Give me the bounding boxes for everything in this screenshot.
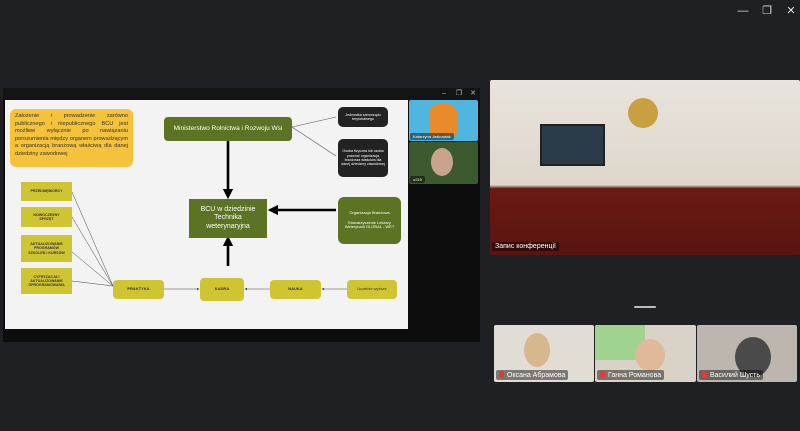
share-minimize-button[interactable]: – [442, 90, 446, 97]
org-name: Stowarzyszenie Lekarzy Weterynarii GLOBA… [344, 219, 395, 230]
participant-tile[interactable]: Ганна Романова [595, 325, 696, 382]
bcu-box: BCU w dziedzinie Technika weterynaryjna [189, 199, 267, 238]
room-screen [540, 124, 605, 166]
participant-tile[interactable]: Василий Шусть [697, 325, 797, 382]
left-box-programy: AKTUALIZOWANIE PROGRAMÓW SZKOLEŃ I KURSÓ… [21, 235, 72, 262]
praktyka-box: PRAKTYKA [113, 280, 164, 299]
emblem [628, 98, 658, 128]
info-note: Założenie i prowadzenie zarówno publiczn… [10, 109, 133, 167]
resize-handle[interactable] [634, 306, 656, 308]
uczelnie-box: Uczelnie wyższe [347, 280, 397, 299]
participant-name: Ганна Романова [597, 370, 665, 380]
mic-muted-icon [600, 371, 605, 378]
participant-name: u219 [410, 176, 425, 183]
mic-muted-icon [499, 371, 504, 378]
side-video-2[interactable]: u219 [409, 142, 478, 184]
org-title: Organizacja Branżowa [349, 209, 390, 215]
nauka-box: NAUKA [270, 280, 321, 299]
person-face [431, 148, 453, 176]
presentation-slide: Założenie i prowadzenie zarówno publiczn… [5, 100, 408, 329]
left-box-sprzet: NOWOCZESNY SPRZĘT [21, 207, 72, 227]
share-restore-button[interactable]: ❐ [455, 90, 463, 97]
share-title-bar: – ❐ ✕ [3, 88, 480, 100]
restore-button[interactable]: ❐ [762, 5, 772, 17]
mic-muted-icon [702, 371, 707, 378]
participant-name: Оксана Абрамова [496, 370, 569, 380]
participant-name: Katarzyna Jaśkowiak [410, 133, 454, 140]
close-button[interactable]: ✕ [786, 5, 796, 17]
conference-label: Запис конференції [492, 242, 559, 251]
screen-share-window: – ❐ ✕ Założenie i prowadzenie zarówno pu… [3, 88, 480, 342]
left-box-cyfryzacja: CYFRYZACJA I AKTUALIZOWANIE OPROGRAMOWAN… [21, 268, 72, 294]
left-box-przedsiebiorcy: PRZEDSIĘBIORCY [21, 182, 72, 201]
participant-face [635, 339, 665, 371]
osoba-box: Osoba fizyczna lub osoba prawna/ organiz… [338, 139, 388, 177]
side-video-1[interactable]: Katarzyna Jaśkowiak [409, 100, 478, 141]
organizacja-box: Organizacja Branżowa Stowarzyszenie Leka… [338, 197, 401, 244]
kadra-box: KADRA [200, 278, 244, 301]
participant-name: Василий Шусть [699, 370, 764, 380]
participant-face [735, 337, 771, 377]
jednostka-box: Jednostka samorządu terytorialnego [338, 107, 388, 127]
conference-video[interactable]: Запис конференції [490, 80, 800, 255]
diagram-connectors [71, 116, 347, 291]
ministry-box: Ministerstwo Rolnictwa i Rozwoju Wsi [164, 117, 292, 141]
cat-avatar-icon [429, 104, 457, 136]
minimize-button[interactable]: — [737, 5, 749, 17]
participant-face [524, 333, 550, 367]
share-close-button[interactable]: ✕ [470, 90, 476, 97]
participant-tile[interactable]: Оксана Абрамова [494, 325, 594, 382]
